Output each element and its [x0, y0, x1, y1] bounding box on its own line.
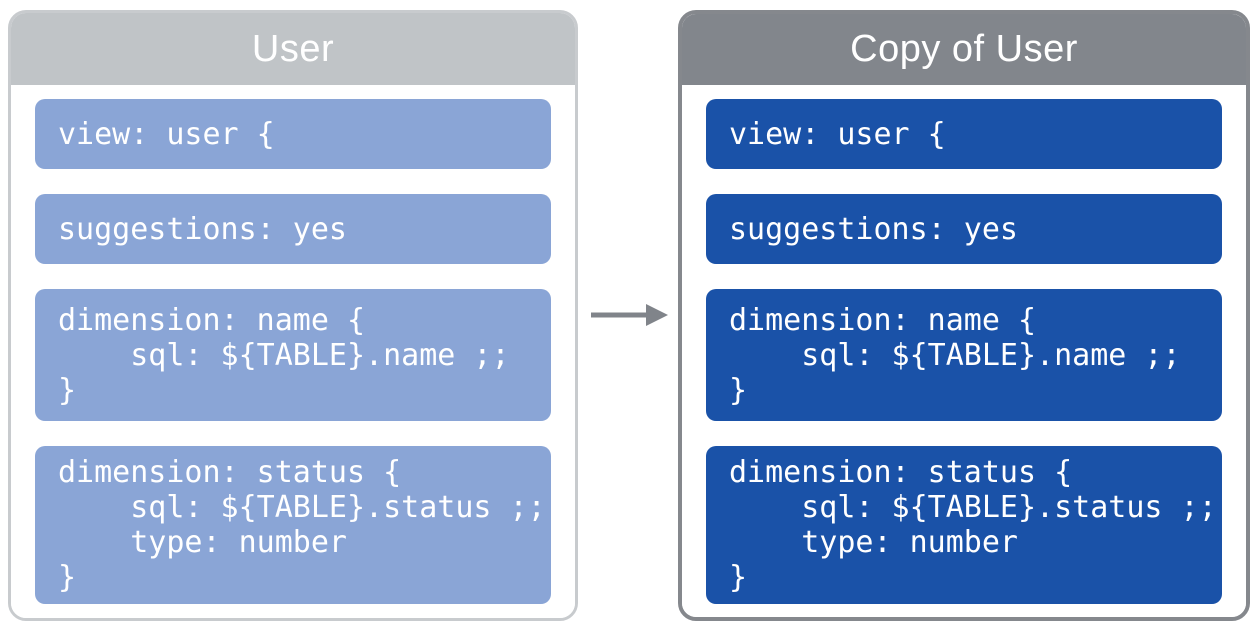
copy-of-user-panel-body: view: user { suggestions: yes dimension: n…: [682, 85, 1246, 617]
code-block: view: user {: [706, 99, 1222, 169]
code-block: dimension: name { sql: ${TABLE}.name ;; …: [35, 289, 551, 421]
code-block: dimension: name { sql: ${TABLE}.name ;; …: [706, 289, 1222, 421]
code-block: dimension: status { sql: ${TABLE}.status…: [706, 446, 1222, 604]
code-text: suggestions: yes: [58, 211, 347, 247]
code-block: suggestions: yes: [706, 194, 1222, 264]
copy-of-user-panel-header: Copy of User: [682, 14, 1246, 85]
code-block: dimension: status { sql: ${TABLE}.status…: [35, 446, 551, 604]
copy-of-user-panel-title: Copy of User: [850, 28, 1078, 70]
code-text: view: user {: [729, 116, 946, 152]
code-text: suggestions: yes: [729, 211, 1018, 247]
code-block: view: user {: [35, 99, 551, 169]
code-text: dimension: status { sql: ${TABLE}.status…: [58, 455, 546, 595]
right-arrow-svg: [591, 304, 668, 326]
user-panel-title: User: [251, 27, 335, 70]
code-text: dimension: status { sql: ${TABLE}.status…: [729, 455, 1217, 595]
copy-of-user-panel: Copy of User view: user { suggestions: ye…: [678, 10, 1250, 621]
code-text: dimension: name { sql: ${TABLE}.name ;; …: [729, 302, 1181, 408]
user-panel: User view: user { suggestions: yes dimensi…: [8, 10, 578, 621]
user-panel-body: view: user { suggestions: yes dimension: n…: [11, 85, 575, 618]
user-panel-header: User: [11, 13, 575, 85]
code-block: suggestions: yes: [35, 194, 551, 264]
code-text: dimension: name { sql: ${TABLE}.name ;; …: [58, 302, 510, 408]
copy-arrow-icon: [589, 300, 671, 330]
code-text: view: user {: [58, 116, 275, 152]
